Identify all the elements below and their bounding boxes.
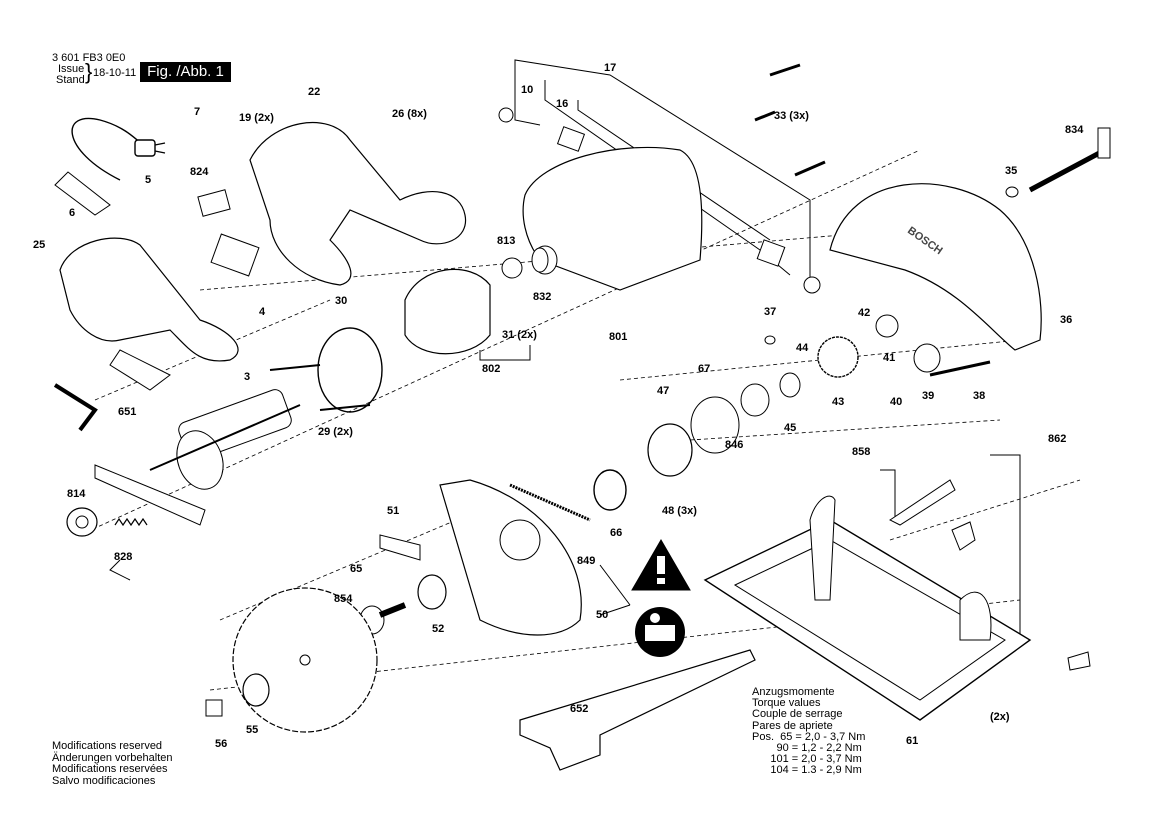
- part-label: 10: [521, 84, 534, 96]
- part-label: 802: [482, 363, 501, 375]
- part-label: 849: [577, 555, 596, 567]
- part-label: 65: [350, 563, 363, 575]
- part-label: 25: [33, 239, 46, 251]
- part-label: 44: [796, 342, 809, 354]
- part-label: (2x): [990, 711, 1010, 723]
- figure-label: Fig. /Abb. 1: [140, 62, 231, 82]
- part-label: 16: [556, 98, 569, 110]
- saw-blade: [232, 587, 378, 733]
- armature: [149, 389, 301, 490]
- part-label: 61: [906, 735, 919, 747]
- part-label: 854: [334, 593, 353, 605]
- part-label: 652: [570, 703, 589, 715]
- part-number: 3 601 FB3 0E0: [52, 52, 126, 64]
- part-label: 651: [118, 406, 137, 418]
- part-label: 846: [725, 439, 744, 451]
- part-label: 858: [852, 446, 871, 458]
- part-label: 6: [69, 207, 76, 219]
- part-label: 50: [596, 609, 609, 621]
- part-label: 834: [1065, 124, 1084, 136]
- part-label: 26 (8x): [392, 108, 427, 120]
- part-label: 35: [1005, 165, 1018, 177]
- part-label: 48 (3x): [662, 505, 697, 517]
- part-label: 813: [497, 235, 516, 247]
- part-label: 30: [335, 295, 348, 307]
- part-label: 41: [883, 352, 896, 364]
- part-label: 40: [890, 396, 903, 408]
- part-label: 52: [432, 623, 445, 635]
- part-label: 832: [533, 291, 552, 303]
- stand-label: Stand: [56, 74, 85, 86]
- part-label: 33 (3x): [774, 110, 809, 122]
- modifications-note: Modifications reserved Änderungen vorbeh…: [52, 740, 173, 787]
- part-label: 3: [244, 371, 251, 383]
- part-label: 56: [215, 738, 228, 750]
- part-label: 7: [194, 106, 201, 118]
- part-label: 828: [114, 551, 133, 563]
- torque-values-table: Anzugsmomente Torque values Couple de se…: [752, 686, 866, 777]
- modifications-line: Salvo modificaciones: [52, 774, 156, 787]
- part-label: 19 (2x): [239, 112, 274, 124]
- torque-title-de: Anzugsmomente: [752, 686, 835, 698]
- part-label: 814: [67, 488, 86, 500]
- part-label: 862: [1048, 433, 1067, 445]
- torque-row: 90 = 1,2 - 2,2 Nm: [752, 742, 862, 755]
- part-label: 31 (2x): [502, 329, 537, 341]
- part-label: 55: [246, 724, 259, 736]
- part-label: 51: [387, 505, 400, 517]
- part-label: 29 (2x): [318, 426, 353, 438]
- part-label: 67: [698, 363, 711, 375]
- part-label: 36: [1060, 314, 1073, 326]
- part-label: 824: [190, 166, 209, 178]
- torque-title-es: Pares de apriete: [752, 719, 833, 732]
- modifications-line: Modifications reservées: [52, 763, 168, 775]
- part-label: 4: [259, 306, 266, 318]
- torque-row: Pos. 65 = 2,0 - 3,7 Nm: [752, 730, 866, 743]
- part-label: 17: [604, 62, 617, 74]
- part-label: 801: [609, 331, 628, 343]
- part-label: 66: [610, 527, 623, 539]
- part-label: 22: [308, 86, 321, 98]
- modifications-line: Änderungen vorbehalten: [52, 751, 173, 764]
- power-cord: [71, 117, 166, 181]
- torque-row: 101 = 2,0 - 3,7 Nm: [752, 753, 862, 766]
- part-label: 42: [858, 307, 871, 319]
- issue-label: Issue: [58, 63, 85, 75]
- part-label: 37: [764, 306, 777, 318]
- part-label: 47: [657, 385, 670, 397]
- torque-title-en: Torque values: [752, 697, 821, 710]
- header-date: 18-10-11: [93, 67, 137, 79]
- part-label: 45: [784, 422, 797, 434]
- part-label: 5: [145, 174, 152, 186]
- torque-row: 104 = 1.3 - 2,9 Nm: [752, 764, 862, 777]
- torque-title-fr: Couple de serrage: [752, 708, 843, 721]
- part-label: 39: [922, 390, 935, 402]
- part-label: 38: [973, 390, 986, 402]
- header-brace: }: [85, 59, 93, 84]
- modifications-line: Modifications reserved: [52, 740, 163, 752]
- part-label: 43: [832, 396, 845, 408]
